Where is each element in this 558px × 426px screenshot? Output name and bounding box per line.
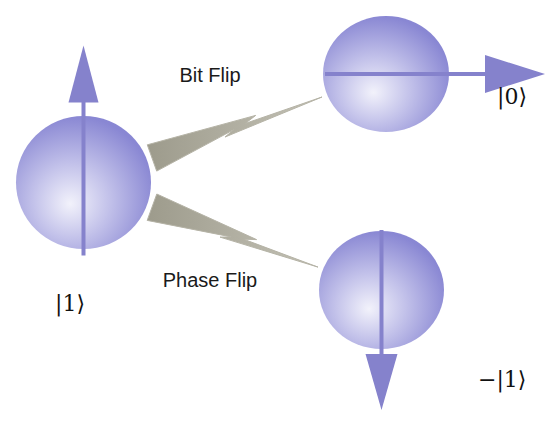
state-vector-shaft bbox=[82, 98, 86, 256]
state-vector-head bbox=[366, 354, 398, 410]
lightning-bolt bbox=[147, 97, 322, 171]
error-label: Bit Flip bbox=[179, 64, 240, 86]
sphere-outline bbox=[15, 115, 152, 250]
sphere-outline bbox=[318, 230, 445, 350]
state-label: −|1⟩ bbox=[478, 368, 526, 392]
state-vector-shaft bbox=[380, 230, 384, 360]
sphere-outline bbox=[322, 15, 450, 133]
state-vector-head bbox=[69, 46, 99, 103]
state-label: |1⟩ bbox=[55, 292, 85, 316]
error-label: Phase Flip bbox=[163, 269, 258, 291]
bloch-sphere-node: |1⟩ bbox=[15, 115, 152, 250]
bloch-sphere-node: |0⟩ bbox=[322, 15, 450, 133]
lightning-connector bbox=[147, 97, 322, 171]
lightning-connector bbox=[147, 194, 318, 267]
state-vector-shaft bbox=[325, 72, 492, 76]
bloch-sphere-node: −|1⟩ bbox=[318, 230, 445, 350]
lightning-bolt bbox=[147, 194, 318, 267]
state-label: |0⟩ bbox=[497, 85, 527, 109]
